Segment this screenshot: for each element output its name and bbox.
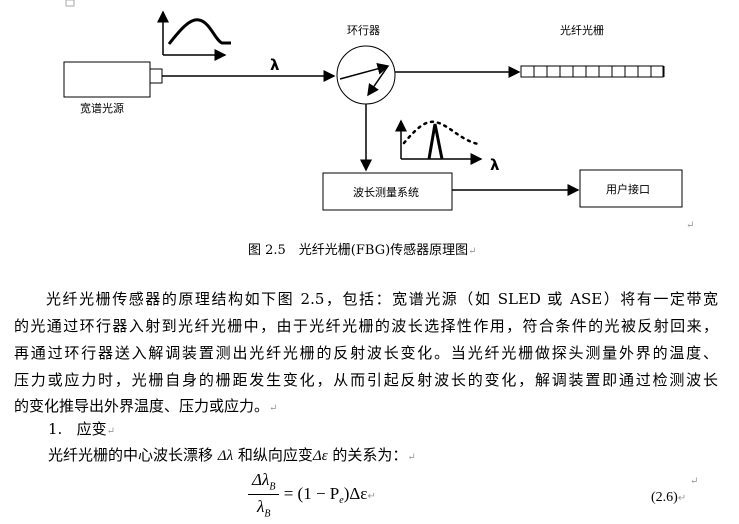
fbg-diagram — [63, 0, 683, 211]
fraction-numerator: ΔλB — [248, 470, 280, 496]
relation-line: 光纤光栅的中心波长漂移 Δλ 和纵向应变Δε 的关系为：↵ — [48, 445, 548, 468]
paragraph-mark: ↵ — [106, 426, 116, 437]
circulator-label: 环行器 — [347, 24, 380, 37]
section-title: 应变 — [76, 420, 107, 438]
wavelength-measure-box — [322, 172, 453, 211]
source-spectrum-graph — [157, 10, 231, 61]
caption-text: 图 2.5 光纤光栅(FBG)传感器原理图 — [248, 243, 469, 258]
equation-fraction: ΔλB λB — [248, 470, 280, 520]
paragraph-line: 压力或应力时，光栅自身的栅距发生变化，从而引起反射波长的变化，解调装置即通过检测… — [14, 371, 718, 389]
source-label: 宽谱光源 — [80, 102, 124, 115]
broadband-source — [63, 61, 151, 98]
grating-label: 光纤光栅 — [560, 24, 604, 37]
fraction-denominator: λB — [248, 495, 279, 519]
figure-caption: 图 2.5 光纤光栅(FBG)传感器原理图↵ — [248, 239, 477, 258]
relation-text: 和纵向应变 — [237, 446, 313, 464]
anchor-box — [65, 0, 75, 7]
source-connector — [149, 68, 163, 84]
lambda-label-1: λ — [270, 56, 280, 74]
paragraph-mark: ↵ — [269, 403, 278, 414]
paragraph-mark: ↵ — [677, 493, 687, 504]
fiber-grating — [520, 65, 665, 78]
paragraph-line: 再通过环行器送入解调装置测出光纤光栅的反射波长变化。当光纤光栅做探头测量外界的温… — [14, 344, 718, 362]
lambda-label-2: λ — [490, 156, 500, 174]
relation-text: 光纤光栅的中心波长漂移 — [48, 446, 214, 464]
paragraph-line: 光纤光栅传感器的原理结构如下图 2.5，包括：宽谱光源（如 SLED 或 ASE… — [46, 290, 718, 308]
delta-epsilon: Δε — [312, 448, 328, 464]
equation-rhs: = (1 − P — [283, 483, 340, 503]
user-interface-box — [579, 169, 683, 208]
num-text: Δλ — [252, 470, 270, 489]
den-text: λ — [256, 497, 265, 517]
paragraph-mark: ↵ — [686, 220, 695, 231]
paragraph-mark: ↵ — [468, 246, 477, 257]
equation-number-text: (2.6) — [651, 490, 678, 505]
measure-label: 波长测量系统 — [353, 186, 419, 199]
equation-rhs-end: )Δε — [343, 483, 368, 503]
rhs-sub: e — [339, 495, 344, 507]
reflected-spectrum-graph — [395, 119, 483, 165]
den-sub: B — [264, 508, 271, 520]
section-number: 1. — [48, 420, 63, 438]
user-label: 用户接口 — [606, 183, 650, 196]
paragraph-mark: ↵ — [407, 452, 416, 463]
paragraph-text: 的变化推导出外界温度、压力或应力。 — [14, 397, 270, 415]
circulator — [336, 45, 396, 105]
paragraph-mark: ↵ — [690, 476, 699, 487]
num-sub: B — [269, 481, 276, 493]
equation-number: (2.6)↵ — [651, 490, 686, 506]
paragraph-line-last: 的变化推导出外界温度、压力或应力。↵ — [14, 396, 718, 419]
paragraph-line: 的光通过环行器入射到光纤光栅中，由于光纤光栅的波长选择性作用，符合条件的光被反射… — [14, 317, 718, 335]
relation-text: 的关系为： — [332, 446, 408, 464]
paragraph-mark: ↵ — [367, 490, 376, 502]
delta-lambda: Δλ — [217, 448, 234, 464]
equation-2-6: ΔλB λB = (1 − Pe)Δε↵ — [248, 470, 376, 520]
section-heading: 1. 应变↵ — [48, 419, 348, 442]
